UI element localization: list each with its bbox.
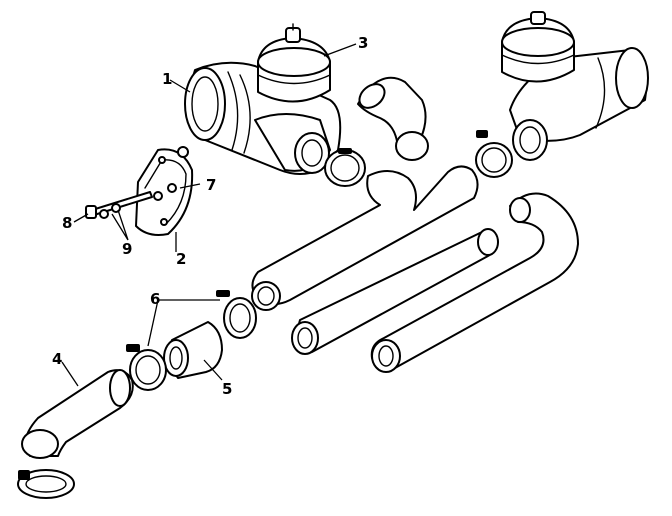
callout-4: 4 <box>52 350 62 368</box>
coupler-sleeve <box>163 321 223 379</box>
callout-2: 2 <box>176 250 186 268</box>
callout-1: 1 <box>162 70 172 88</box>
bottom-hose-clamp <box>17 469 75 499</box>
right-air-cleaner-housing <box>509 47 649 161</box>
upper-elbow-hose <box>357 76 429 161</box>
curved-return-hose <box>370 192 579 373</box>
callout-9: 9 <box>122 240 132 258</box>
callout-5: 5 <box>222 380 232 398</box>
callout-6: 6 <box>150 290 160 308</box>
long-connector-hose <box>251 165 479 311</box>
lower-clamp-upper <box>216 290 257 339</box>
upper-hose-clamp-left <box>324 148 366 187</box>
right-filter-cap <box>501 11 575 83</box>
mounting-bracket <box>85 146 194 236</box>
straight-hose <box>291 228 499 355</box>
leader-lines <box>61 43 357 387</box>
callout-7: 7 <box>206 176 216 194</box>
lower-clamp-lower <box>126 344 167 391</box>
callout-8: 8 <box>62 214 72 232</box>
callout-3: 3 <box>358 34 368 52</box>
left-filter-cap <box>257 23 331 103</box>
elbow-intake-pipe <box>21 369 134 459</box>
upper-hose-clamp-right <box>475 130 513 178</box>
